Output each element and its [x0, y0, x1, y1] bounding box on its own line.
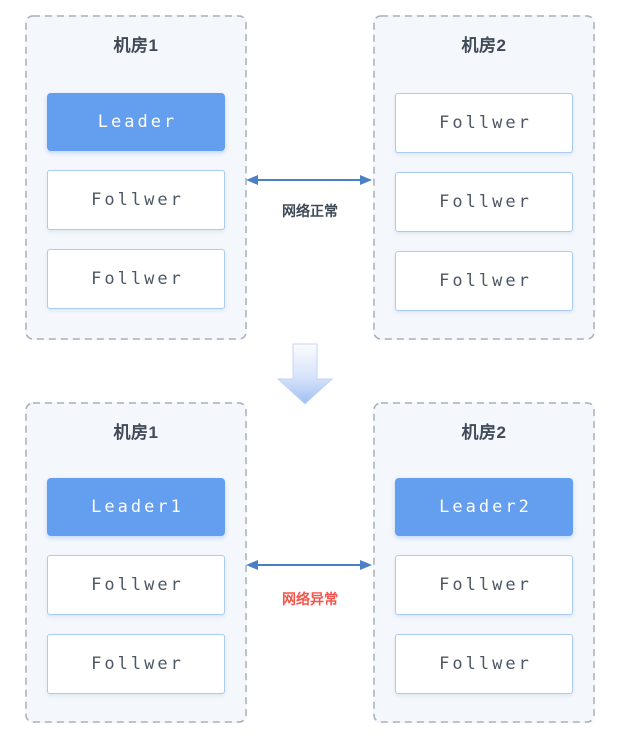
node-list: Leader Follwer Follwer	[47, 93, 225, 309]
follower-node: Follwer	[395, 555, 573, 615]
room-title: 机房1	[113, 36, 159, 55]
leader-node: Leader2	[395, 478, 573, 536]
leader-node: Leader1	[47, 478, 225, 536]
follower-node: Follwer	[395, 93, 573, 153]
follower-node: Follwer	[47, 634, 225, 694]
room-panel-bottom-left: 机房1 Leader1 Follwer Follwer	[25, 402, 247, 723]
network-status-label: 网络异常	[282, 591, 338, 607]
room-panel-top-left: 机房1 Leader Follwer Follwer	[25, 15, 247, 340]
room-panel-bottom-right: 机房2 Leader2 Follwer Follwer	[373, 402, 595, 723]
follower-node: Follwer	[395, 634, 573, 694]
follower-node: Follwer	[395, 251, 573, 311]
room-title: 机房2	[461, 36, 507, 55]
node-list: Follwer Follwer Follwer	[395, 93, 573, 311]
network-status-label: 网络正常	[282, 203, 338, 219]
down-arrow-icon	[277, 343, 333, 405]
leader-node: Leader	[47, 93, 225, 151]
follower-node: Follwer	[47, 555, 225, 615]
room-panel-top-right: 机房2 Follwer Follwer Follwer	[373, 15, 595, 340]
follower-node: Follwer	[47, 170, 225, 230]
double-arrow-icon	[246, 560, 372, 570]
node-list: Leader1 Follwer Follwer	[47, 478, 225, 694]
double-arrow-icon	[246, 175, 372, 185]
follower-node: Follwer	[395, 172, 573, 232]
room-title: 机房2	[461, 423, 507, 442]
node-list: Leader2 Follwer Follwer	[395, 478, 573, 694]
room-title: 机房1	[113, 423, 159, 442]
follower-node: Follwer	[47, 249, 225, 309]
